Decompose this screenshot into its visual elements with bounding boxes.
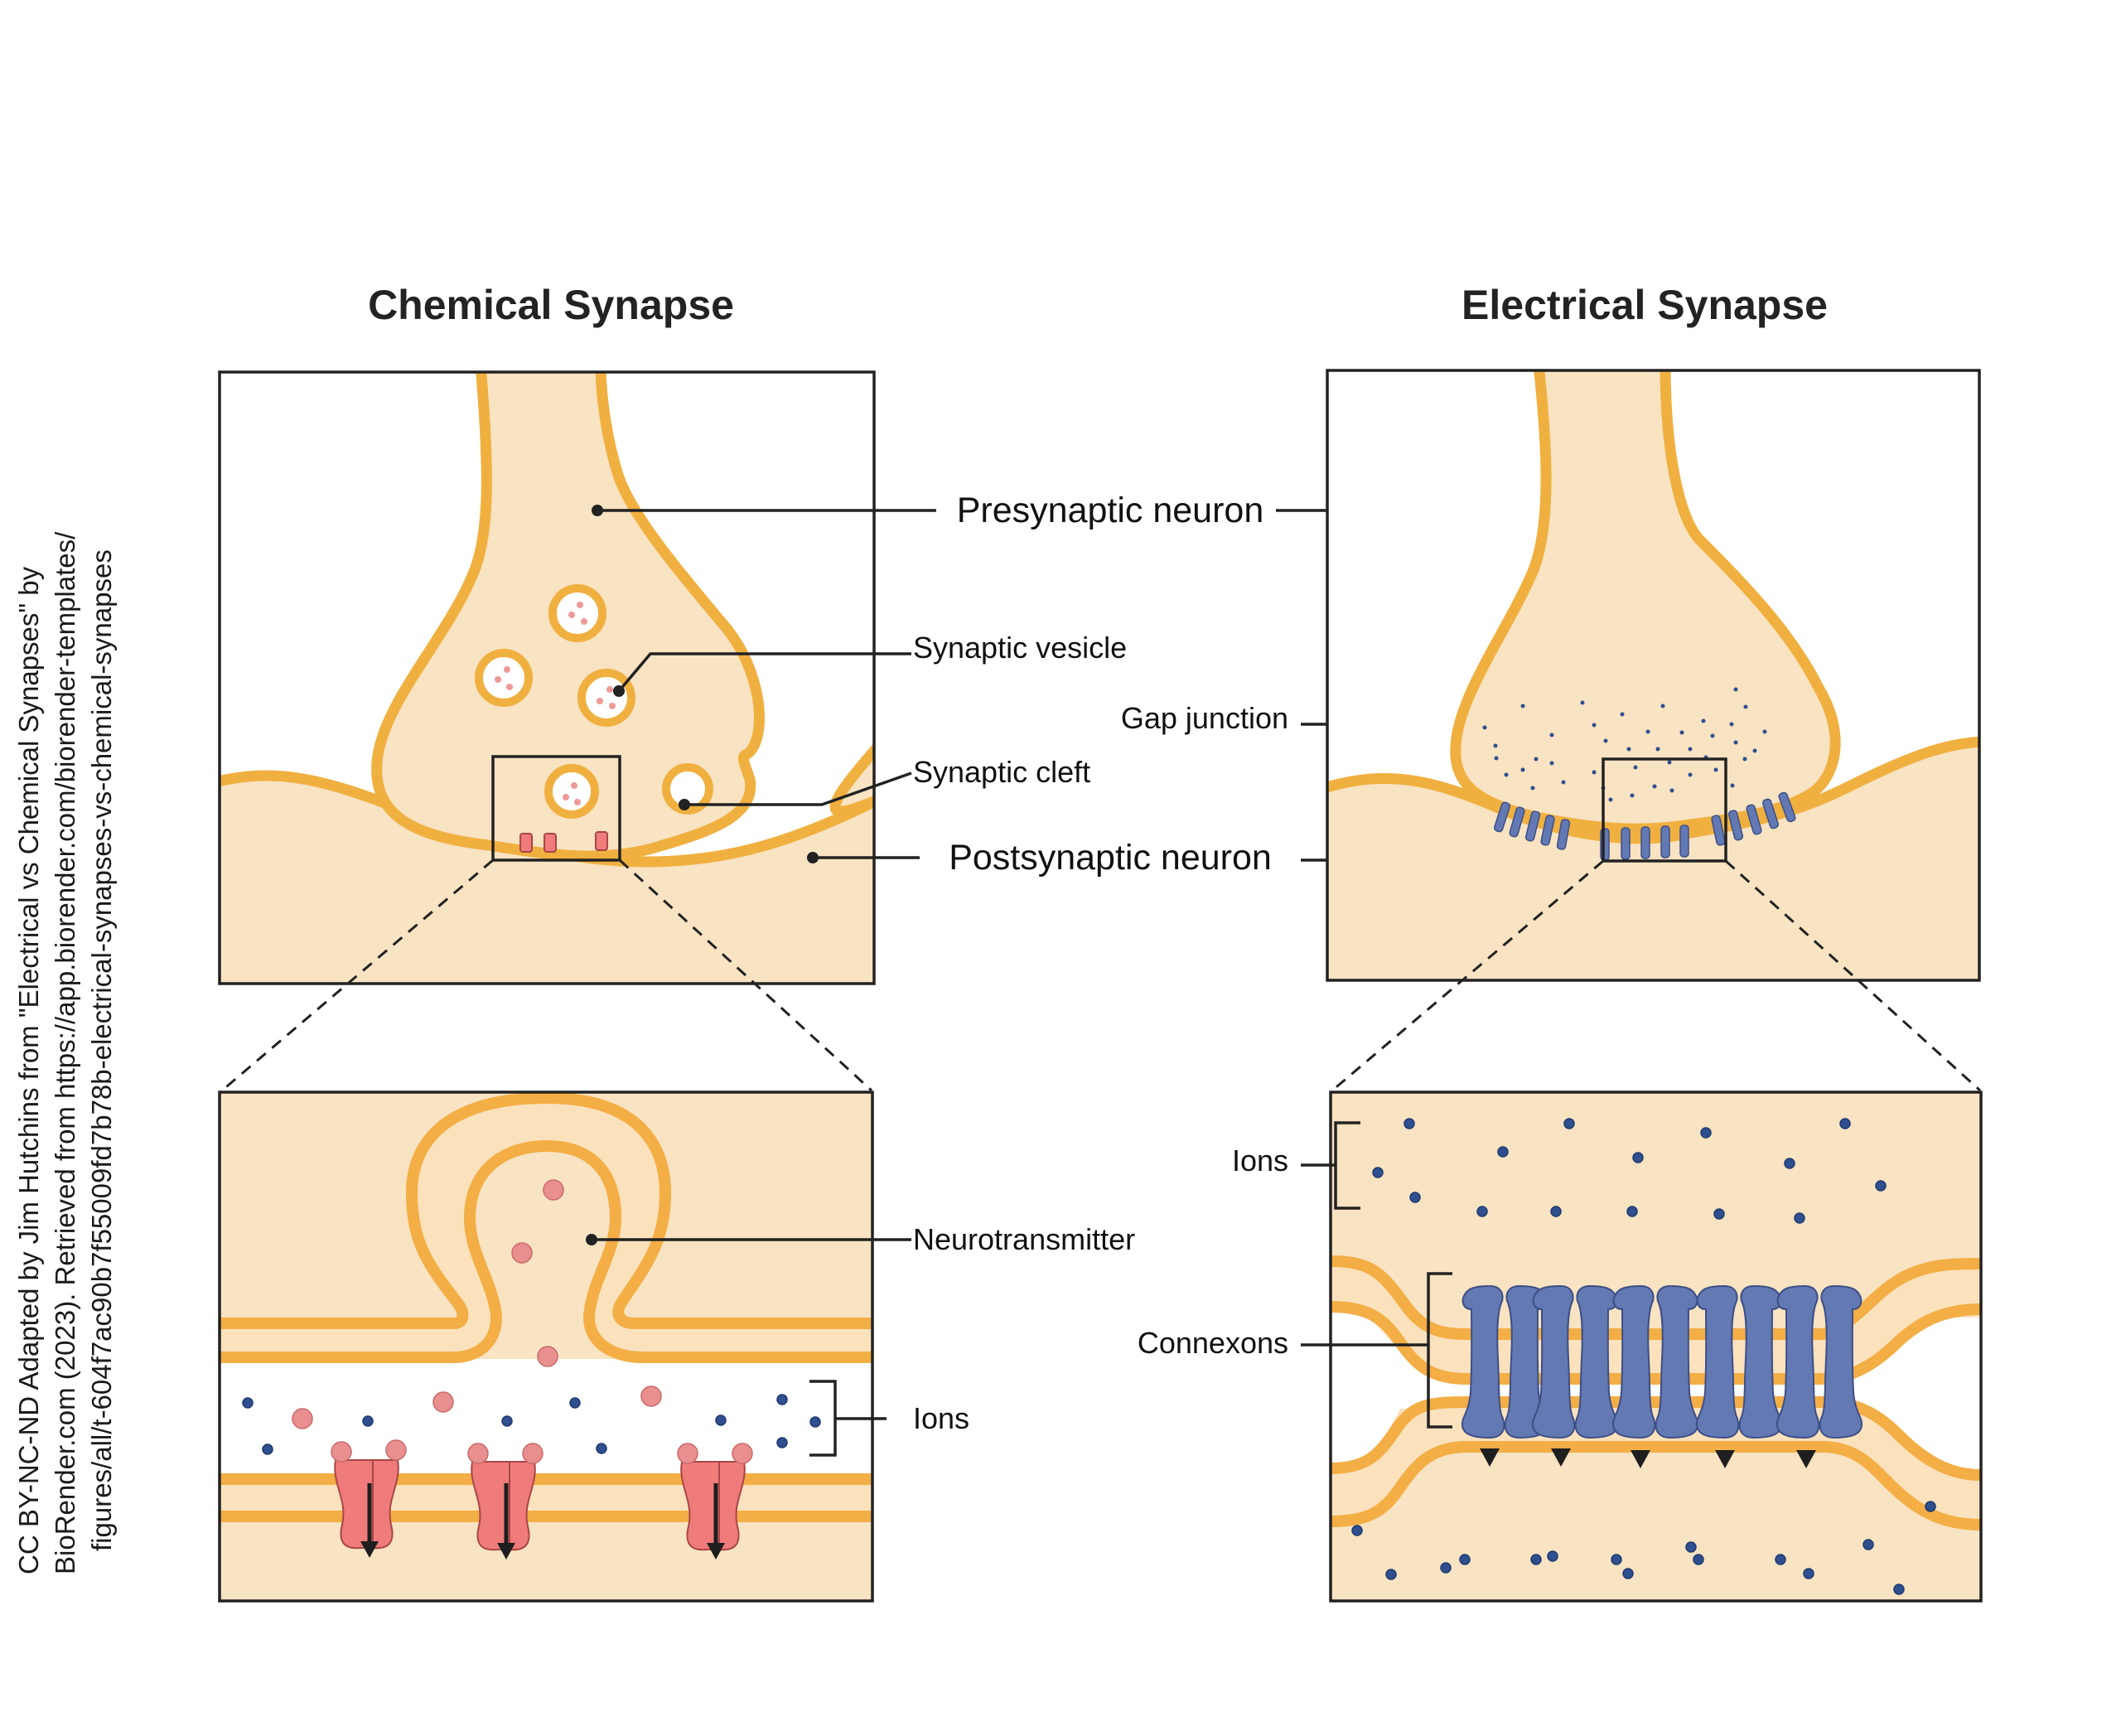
chemical-synapse-title: Chemical Synapse [368, 282, 734, 328]
presynaptic-neuron-label: Presynaptic neuron [957, 491, 1264, 530]
electrical-presynaptic-terminal [1450, 370, 1841, 834]
credit-block: CC BY-NC-ND Adapted by Jim Hutchins from… [13, 531, 117, 1574]
credit-line-2: BioRender.com (2023). Retrieved from htt… [50, 531, 80, 1574]
chemical-zoom-box [491, 755, 621, 862]
connexons-label: Connexons [1138, 1326, 1288, 1360]
neurotransmitter-molecules [292, 1179, 662, 1429]
chemical-bottom-frame [218, 1090, 874, 1603]
cleft-leader [684, 771, 912, 806]
electrical-top-frame [1326, 369, 1981, 982]
synaptic-cleft-label: Synaptic cleft [913, 755, 1090, 789]
receptor-channels-small [519, 831, 608, 853]
electrical-bottom-frame [1329, 1090, 1983, 1603]
chemical-ions [242, 1394, 821, 1455]
neurotransmitter-label: Neurotransmitter [913, 1222, 1135, 1256]
electrical-zoom-line-right [1724, 859, 1982, 1092]
ligand-gated-channel [467, 1443, 544, 1559]
electrical-ions [1372, 1118, 1905, 1595]
electrical-synapse-title: Electrical Synapse [1462, 282, 1828, 328]
electrical-ions-lower [1351, 1501, 1936, 1579]
electrical-ions-label: Ions [1232, 1144, 1288, 1177]
electrical-bottom-panel [1301, 1090, 1983, 1603]
chemical-top-panel [218, 370, 936, 1092]
ion-flow-arrows [1480, 1225, 1816, 1468]
postsynaptic-neuron-label: Postsynaptic neuron [949, 838, 1272, 878]
synaptic-vesicle-label: Synaptic vesicle [913, 631, 1127, 665]
connexons-bracket [1427, 1272, 1452, 1429]
electrical-top-panel [1326, 369, 1982, 1092]
chemical-bottom-panel [218, 1090, 911, 1603]
chemical-top-frame [218, 370, 876, 985]
gap-junction-label: Gap junction [1121, 701, 1288, 735]
connexon [1461, 1284, 1548, 1439]
connexon [1611, 1284, 1699, 1439]
chemical-zoom-line-right [618, 858, 873, 1092]
ligand-gated-channels [331, 1439, 753, 1559]
electrical-zoom-box [1602, 757, 1727, 863]
connexon [1695, 1284, 1783, 1439]
chemical-postsynaptic-cell [220, 742, 874, 984]
connexon-channels [1461, 1284, 1863, 1439]
chemical-ions-label: Ions [913, 1401, 969, 1435]
credit-line-1: CC BY-NC-ND Adapted by Jim Hutchins from… [13, 566, 44, 1574]
ligand-gated-channel [331, 1439, 407, 1558]
ligand-gated-channel [677, 1443, 753, 1559]
synaptic-vesicles [475, 584, 713, 819]
connexon [1776, 1284, 1863, 1439]
credit-line-3: figures/all/t-604f7ac90b7f55009fd7b78b-e… [86, 549, 117, 1551]
vesicle-leader [617, 652, 911, 693]
connexon [1531, 1284, 1619, 1439]
